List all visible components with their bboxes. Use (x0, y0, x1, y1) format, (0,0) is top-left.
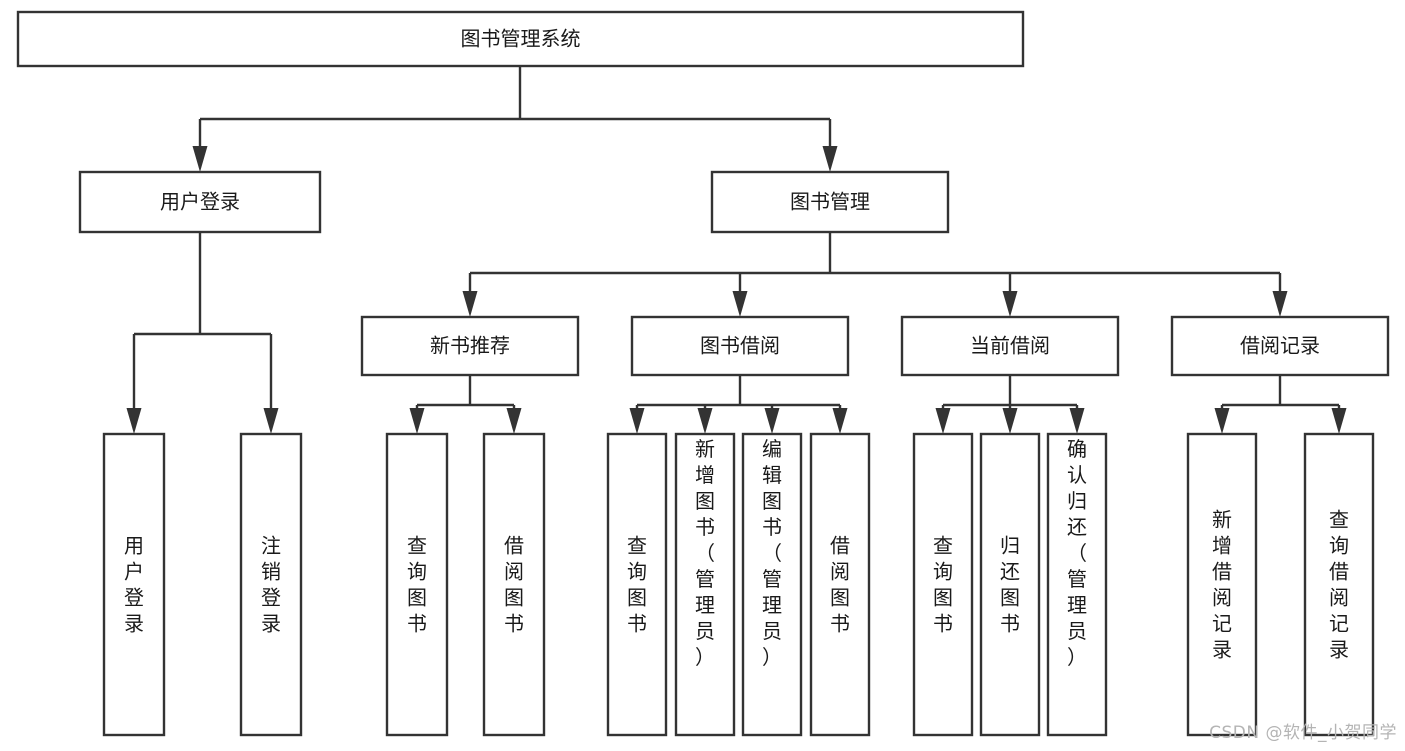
node-leaf-logout-login[interactable]: 注销登录 (239, 432, 303, 737)
arrow-head-icon (1069, 408, 1085, 434)
csdn-watermark: CSDN @软件_小贺同学 (1209, 723, 1397, 743)
arrow-head-icon (1272, 291, 1288, 317)
connector-group-root (192, 66, 838, 172)
connector-group-user-login (126, 232, 279, 434)
node-label: 新增借阅记录 (1212, 508, 1232, 662)
node-label: 借阅记录 (1240, 334, 1320, 358)
arrow-head-icon (506, 408, 522, 434)
node-leaf-borrow-book-2[interactable]: 借阅图书 (809, 432, 871, 737)
connector-group-book-manage (462, 232, 1288, 317)
node-leaf-add-borrow-record[interactable]: 新增借阅记录 (1186, 432, 1258, 737)
node-leaf-user-login[interactable]: 用户登录 (102, 432, 166, 737)
node-box[interactable] (741, 432, 803, 737)
node-label: 图书管理 (790, 190, 870, 214)
node-label: 用户登录 (124, 534, 144, 636)
node-label: 查询借阅记录 (1329, 508, 1349, 662)
node-root[interactable]: 图书管理系统 (16, 10, 1025, 68)
node-label: 图书借阅 (700, 334, 780, 358)
node-box[interactable] (239, 432, 303, 737)
node-box[interactable] (1046, 432, 1108, 737)
node-box[interactable] (1170, 315, 1390, 377)
node-box[interactable] (360, 315, 580, 377)
node-box[interactable] (979, 432, 1041, 737)
node-leaf-confirm-return-admin[interactable]: 确认归还（管理员） (1046, 432, 1108, 737)
node-leaf-return-book[interactable]: 归还图书 (979, 432, 1041, 737)
connector-group-new-book-recommend (409, 375, 522, 434)
node-box[interactable] (674, 432, 736, 737)
node-label: 注销登录 (261, 534, 281, 636)
arrow-head-icon (192, 146, 208, 172)
arrow-head-icon (263, 408, 279, 434)
node-box[interactable] (809, 432, 871, 737)
node-label: 编辑图书（管理员） (762, 437, 782, 669)
node-box[interactable] (900, 315, 1120, 377)
node-label: 新书推荐 (430, 334, 510, 358)
node-borrow-record[interactable]: 借阅记录 (1170, 315, 1390, 377)
node-label: 当前借阅 (970, 334, 1050, 358)
arrow-head-icon (629, 408, 645, 434)
node-box[interactable] (1186, 432, 1258, 737)
node-box[interactable] (78, 170, 322, 234)
node-box[interactable] (385, 432, 449, 737)
arrow-head-icon (697, 408, 713, 434)
node-label: 查询图书 (627, 534, 647, 636)
node-box[interactable] (630, 315, 850, 377)
node-label: 查询图书 (407, 534, 427, 636)
node-layer: 图书管理系统用户登录图书管理新书推荐图书借阅当前借阅借阅记录用户登录注销登录查询… (16, 10, 1390, 737)
arrow-head-icon (462, 291, 478, 317)
node-leaf-add-book-admin[interactable]: 新增图书（管理员） (674, 432, 736, 737)
node-leaf-borrow-book-1[interactable]: 借阅图书 (482, 432, 546, 737)
node-book-manage[interactable]: 图书管理 (710, 170, 950, 234)
node-current-borrow[interactable]: 当前借阅 (900, 315, 1120, 377)
node-label: 查询图书 (933, 534, 953, 636)
node-box[interactable] (16, 10, 1025, 68)
node-box[interactable] (102, 432, 166, 737)
node-label: 确认归还（管理员） (1067, 437, 1087, 669)
arrow-head-icon (1331, 408, 1347, 434)
arrow-head-icon (822, 146, 838, 172)
connector-layer (126, 66, 1347, 434)
node-leaf-query-borrow-record[interactable]: 查询借阅记录 (1303, 432, 1375, 737)
arrow-head-icon (1002, 291, 1018, 317)
node-label: 用户登录 (160, 190, 240, 214)
node-user-login[interactable]: 用户登录 (78, 170, 322, 234)
node-label: 借阅图书 (830, 534, 850, 636)
arrow-head-icon (126, 408, 142, 434)
node-box[interactable] (606, 432, 668, 737)
node-box[interactable] (710, 170, 950, 234)
node-box[interactable] (912, 432, 974, 737)
connector-group-book-borrow (629, 375, 848, 434)
node-label: 图书管理系统 (461, 27, 581, 51)
arrow-head-icon (732, 291, 748, 317)
connector-group-borrow-record (1214, 375, 1347, 434)
arrow-head-icon (764, 408, 780, 434)
arrow-head-icon (935, 408, 951, 434)
node-leaf-edit-book-admin[interactable]: 编辑图书（管理员） (741, 432, 803, 737)
node-label: 借阅图书 (504, 534, 524, 636)
node-new-book-recommend[interactable]: 新书推荐 (360, 315, 580, 377)
node-book-borrow[interactable]: 图书借阅 (630, 315, 850, 377)
arrow-head-icon (832, 408, 848, 434)
arrow-head-icon (409, 408, 425, 434)
node-box[interactable] (1303, 432, 1375, 737)
connector-group-current-borrow (935, 375, 1085, 434)
node-box[interactable] (482, 432, 546, 737)
node-label: 新增图书（管理员） (695, 437, 715, 669)
node-leaf-query-book-3[interactable]: 查询图书 (912, 432, 974, 737)
node-leaf-query-book-1[interactable]: 查询图书 (385, 432, 449, 737)
node-label: 归还图书 (1000, 534, 1020, 636)
node-leaf-query-book-2[interactable]: 查询图书 (606, 432, 668, 737)
arrow-head-icon (1214, 408, 1230, 434)
arrow-head-icon (1002, 408, 1018, 434)
